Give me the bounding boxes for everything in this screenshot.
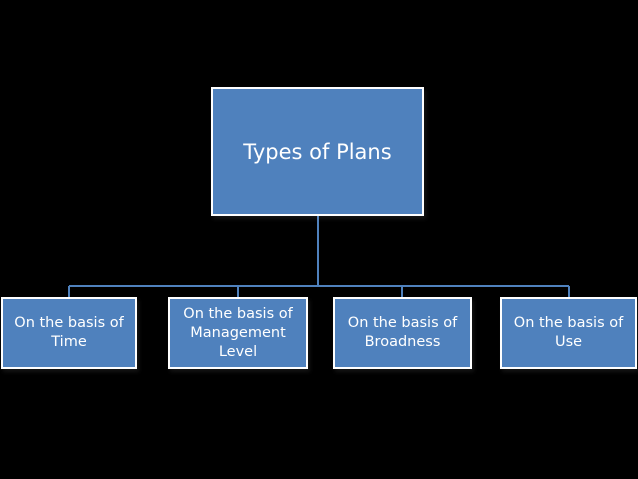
child-node-time: On the basis of Time [1,297,137,369]
child-node-use-label: On the basis of Use [513,315,624,350]
child-node-management-level-label: On the basis of Management Level [183,305,293,360]
root-node-label: Types of Plans [243,139,392,164]
child-node-broadness: On the basis of Broadness [333,297,472,369]
child-node-use: On the basis of Use [500,297,637,369]
child-node-time-label: On the basis of Time [14,315,124,350]
child-node-broadness-label: On the basis of Broadness [347,315,458,350]
child-node-management-level: On the basis of Management Level [168,297,308,369]
root-node-types-of-plans: Types of Plans [211,87,424,216]
